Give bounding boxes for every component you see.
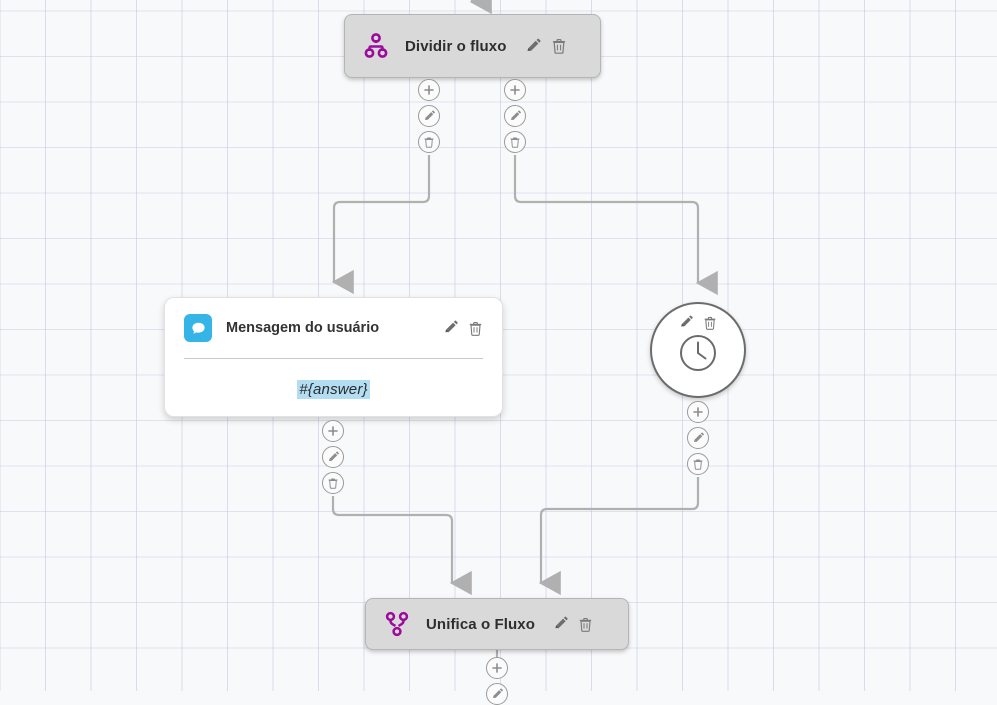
- delete-icon[interactable]: [551, 38, 567, 54]
- add-node-handle[interactable]: [486, 657, 508, 679]
- handle-stack-merge-out[interactable]: [486, 657, 508, 705]
- edit-edge-handle[interactable]: [687, 427, 709, 449]
- split-flow-icon: [361, 31, 391, 61]
- delete-icon[interactable]: [578, 617, 593, 632]
- clock-icon: [678, 333, 718, 373]
- node-actions: [553, 616, 593, 632]
- handle-stack-split-out-left[interactable]: [418, 79, 440, 153]
- add-node-handle[interactable]: [418, 79, 440, 101]
- edge-split-to-message: [331, 155, 431, 295]
- add-node-handle[interactable]: [504, 79, 526, 101]
- delete-icon[interactable]: [703, 315, 717, 330]
- edit-icon[interactable]: [553, 616, 569, 632]
- handle-stack-timer-out[interactable]: [687, 401, 709, 475]
- edit-edge-handle[interactable]: [504, 105, 526, 127]
- node-label: Dividir o fluxo: [405, 37, 507, 55]
- delete-icon[interactable]: [468, 321, 483, 336]
- handle-stack-split-out-right[interactable]: [504, 79, 526, 153]
- edge-message-to-merge: [331, 496, 472, 596]
- edit-icon[interactable]: [525, 38, 542, 55]
- edit-edge-handle[interactable]: [418, 105, 440, 127]
- card-divider: [184, 358, 483, 359]
- node-actions: [525, 38, 567, 55]
- node-label: Unifica o Fluxo: [426, 615, 536, 633]
- edit-edge-handle[interactable]: [486, 683, 508, 705]
- delete-edge-handle[interactable]: [418, 131, 440, 153]
- node-label: Mensagem do usuário: [226, 320, 380, 336]
- delete-edge-handle[interactable]: [322, 472, 344, 494]
- node-actions: [443, 320, 483, 336]
- edit-icon[interactable]: [443, 320, 459, 336]
- chat-bubble-icon: [184, 314, 212, 342]
- edge-split-to-timer: [513, 155, 718, 296]
- node-dividir-o-fluxo[interactable]: Dividir o fluxo: [344, 14, 601, 78]
- edge-timer-to-merge: [538, 477, 700, 596]
- message-variable[interactable]: #{answer}: [297, 379, 370, 399]
- card-body: #{answer}: [165, 359, 502, 419]
- edit-edge-handle[interactable]: [322, 446, 344, 468]
- node-mensagem-do-usuario[interactable]: Mensagem do usuário: [164, 297, 503, 417]
- node-timer[interactable]: [650, 302, 746, 398]
- card-header: Mensagem do usuário: [165, 298, 502, 358]
- delete-edge-handle[interactable]: [687, 453, 709, 475]
- add-node-handle[interactable]: [687, 401, 709, 423]
- node-actions: [679, 315, 717, 330]
- add-node-handle[interactable]: [322, 420, 344, 442]
- merge-flow-icon: [382, 609, 412, 639]
- handle-stack-message-out[interactable]: [322, 420, 344, 494]
- edit-icon[interactable]: [679, 315, 694, 330]
- delete-edge-handle[interactable]: [504, 131, 526, 153]
- node-unifica-o-fluxo[interactable]: Unifica o Fluxo: [365, 598, 629, 650]
